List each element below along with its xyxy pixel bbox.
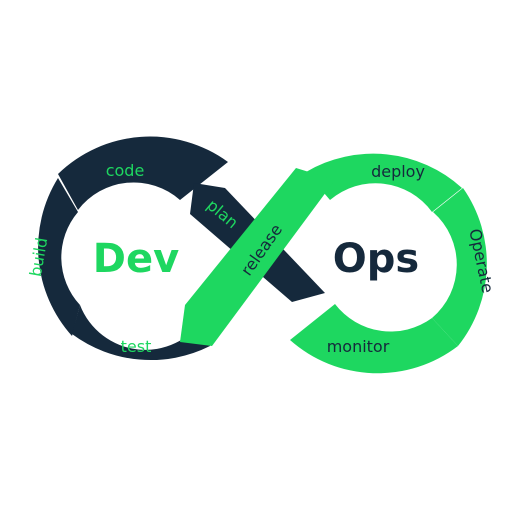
segment-build [38, 178, 80, 336]
segment-operate [432, 188, 487, 346]
segment-code [58, 136, 228, 210]
label-test: test [121, 337, 152, 356]
label-deploy: deploy [371, 162, 425, 181]
segment-release [180, 168, 335, 346]
label-code: code [106, 161, 145, 180]
segment-test [72, 305, 210, 361]
center-label-dev: Dev [93, 236, 179, 282]
segment-monitor [290, 304, 458, 374]
center-label-ops: Ops [333, 236, 419, 282]
label-monitor: monitor [327, 337, 390, 356]
right-loop [180, 153, 487, 374]
segment-deploy [306, 153, 462, 212]
